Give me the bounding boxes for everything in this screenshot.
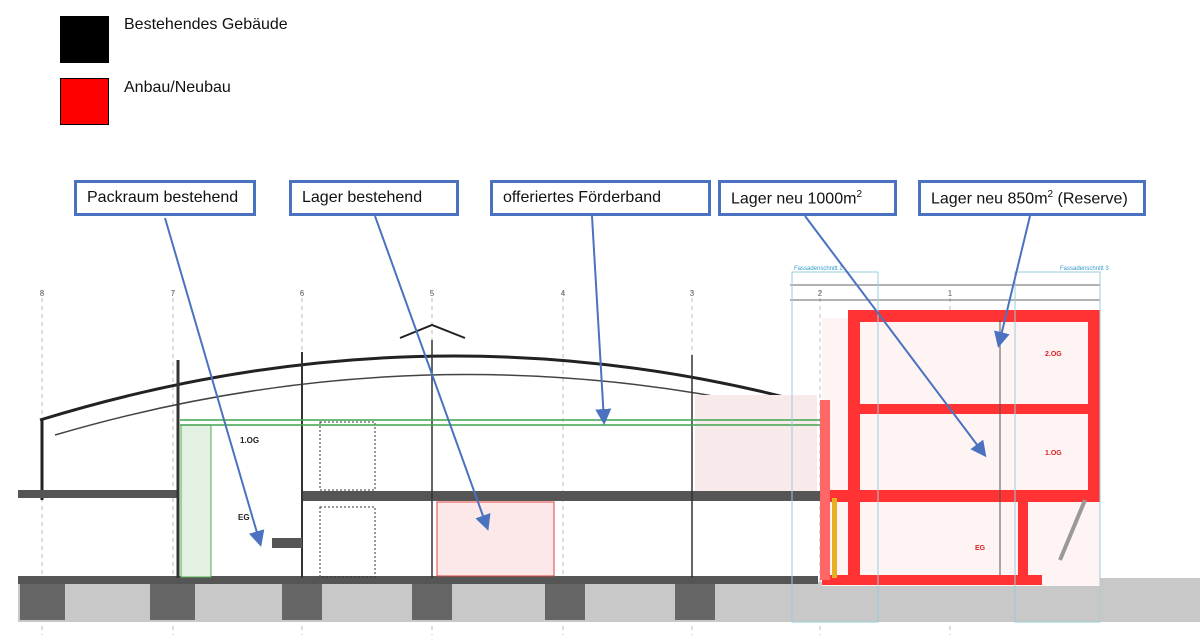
grid-axis-4: 4 (561, 289, 566, 298)
arrow-packraum (164, 217, 265, 547)
roof-ridge (399, 323, 466, 339)
label-existing-eg: EG (238, 513, 250, 522)
callout-lager-bestehend: Lager bestehend (289, 180, 459, 216)
callout-text: Lager neu 850m (931, 190, 1048, 208)
grid-axis-3: 3 (690, 289, 695, 298)
arrow-foerderband (591, 215, 612, 425)
callout-text: offeriertes Förderband (503, 189, 662, 206)
new-building (790, 271, 1200, 623)
callout-lager-neu-850: Lager neu 850m2 (Reserve) (918, 180, 1146, 216)
label-existing-1og: 1.OG (240, 436, 259, 445)
existing-storage-room (436, 501, 555, 577)
arrow-lager-neu-850 (994, 215, 1031, 348)
slab-left (18, 490, 178, 498)
grid-axis-1: 1 (948, 289, 953, 298)
ground (18, 582, 1200, 622)
callout-superscript: 2 (1047, 189, 1054, 200)
hatched-zone (695, 395, 817, 491)
grid-axis-6: 6 (300, 289, 305, 298)
label-new-2og: 2.OG (1045, 351, 1062, 358)
ground-slab (18, 576, 818, 584)
grid-axis-5: 5 (430, 289, 435, 298)
legend-swatch-existing (60, 16, 109, 63)
arrow-lager-bestehend (374, 215, 491, 531)
roof-inner (54, 373, 806, 436)
label-section-2: Fassadenschnitt 2 (794, 266, 843, 272)
legend-label-existing: Bestehendes Gebäude (124, 16, 288, 33)
legend-swatch-new (60, 78, 109, 125)
grid-axis-2: 2 (818, 289, 823, 298)
existing-green-zone (180, 424, 212, 578)
legend-label-new: Anbau/Neubau (124, 79, 231, 96)
label-new-1og: 1.OG (1045, 450, 1062, 457)
arrow-lager-neu-1000 (804, 215, 987, 458)
label-section-3: Fassadenschnitt 3 (1060, 266, 1109, 272)
conveyor-line (180, 419, 830, 426)
grid-axis-8: 8 (40, 289, 45, 298)
callout-text: Lager neu 1000m (731, 190, 857, 208)
callout-suffix: (Reserve) (1053, 190, 1128, 208)
callout-foerderband: offeriertes Förderband (490, 180, 711, 216)
callout-text: Packraum bestehend (87, 189, 239, 206)
foundations (20, 584, 715, 620)
callout-packraum: Packraum bestehend (74, 180, 256, 216)
label-new-eg: EG (975, 545, 986, 552)
callout-lager-neu-1000: Lager neu 1000m2 (718, 180, 897, 216)
callout-text: Lager bestehend (302, 189, 423, 206)
grid-axis-7: 7 (171, 289, 176, 298)
callout-superscript: 2 (856, 189, 862, 200)
roof-outer (39, 354, 816, 422)
slab-1og (302, 491, 822, 501)
